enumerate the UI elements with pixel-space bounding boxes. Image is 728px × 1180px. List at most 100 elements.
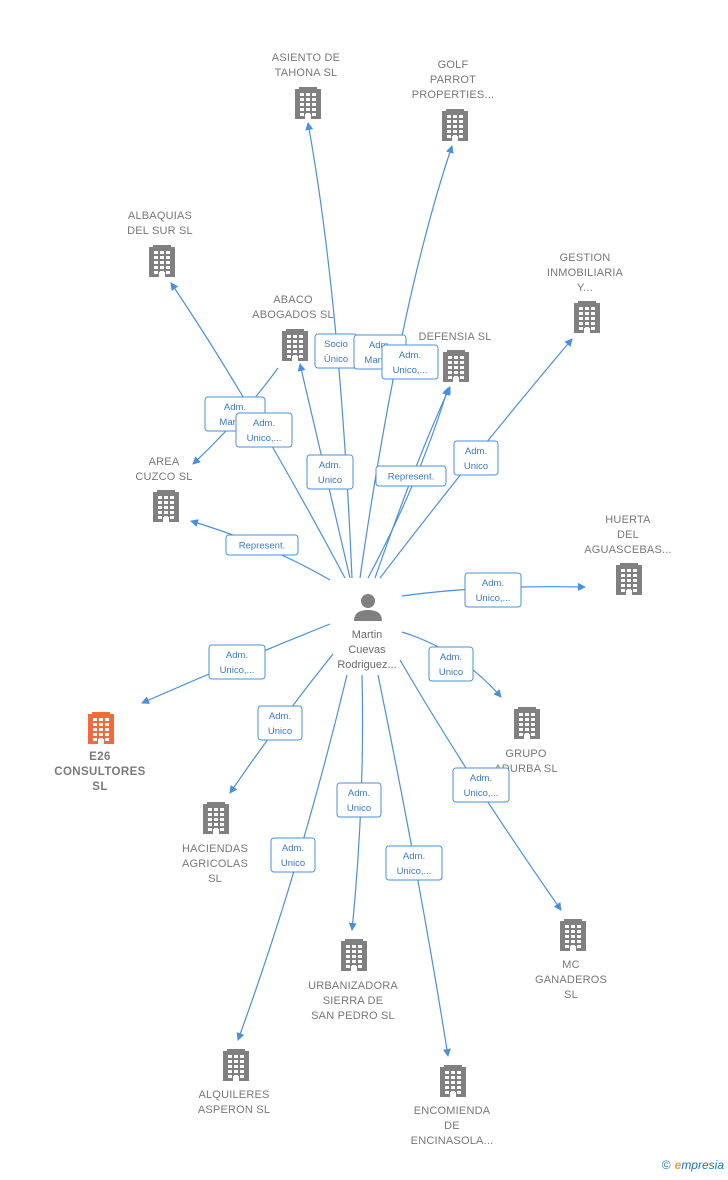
building-icon xyxy=(149,245,175,277)
company-label-line: ASIENTO DE xyxy=(272,52,340,64)
company-label-line: ALQUILERES xyxy=(198,1089,269,1101)
company-node-huerta[interactable]: HUERTA DEL AGUASCEBAS... xyxy=(584,514,672,595)
company-label-line: ALBAQUIAS xyxy=(128,210,192,222)
relation-text: Adm. xyxy=(224,402,246,413)
company-label-line: ABACO xyxy=(273,294,313,306)
relation-box xyxy=(464,572,522,608)
relation-text: Represent. xyxy=(388,472,434,483)
building-icon xyxy=(88,712,114,744)
building-icon xyxy=(442,109,468,141)
company-label-line: URBANIZADORA xyxy=(308,980,398,992)
company-label-line: Y... xyxy=(577,282,593,294)
relation-box xyxy=(336,782,382,818)
relation-label-urbanizadora: Adm. Unico xyxy=(336,782,382,818)
relation-text: Adm. xyxy=(282,843,304,854)
building-icon xyxy=(443,350,469,382)
relation-text: Adm. xyxy=(348,788,370,799)
relation-text: Adm. xyxy=(253,418,275,429)
relation-label-defensia: Adm.Unico,... xyxy=(381,344,439,380)
relation-label-e26: Adm. Unico,... xyxy=(208,644,266,680)
relation-text: Unico,... xyxy=(464,788,499,799)
relation-text: Manc... xyxy=(219,417,250,428)
company-label-line: SAN PEDRO SL xyxy=(311,1010,395,1022)
company-node-asiento[interactable]: ASIENTO DE TAHONA SL xyxy=(272,52,340,119)
building-icon xyxy=(223,1049,249,1081)
relation-label-encomienda: Adm.Unico,... xyxy=(385,845,443,881)
building-icon xyxy=(514,707,540,739)
company-label-line: MC xyxy=(562,959,580,971)
building-icon xyxy=(295,87,321,119)
relation-box xyxy=(452,767,510,803)
relation-box xyxy=(428,646,474,682)
relation-box xyxy=(225,534,299,556)
relation-box xyxy=(257,705,303,741)
company-label-line: GOLF xyxy=(438,59,469,71)
company-label-line: HUERTA xyxy=(605,514,651,526)
relation-text: Adm. xyxy=(465,446,487,457)
company-label-line: DE xyxy=(444,1120,460,1132)
person-name-line: Cuevas xyxy=(348,644,386,656)
relation-text: Unico xyxy=(464,461,488,472)
relation-text: Adm. xyxy=(226,650,248,661)
relation-text: Adm. xyxy=(399,350,421,361)
relation-box xyxy=(270,837,316,873)
relation-box xyxy=(375,465,447,487)
relation-text: Único xyxy=(324,354,348,365)
person-name-line: Martin xyxy=(352,629,383,641)
relation-label-area: Represent. xyxy=(225,534,299,556)
company-label-line: SL xyxy=(208,873,222,885)
relation-label-haciendas: Adm.Unico xyxy=(257,705,303,741)
relation-box xyxy=(385,845,443,881)
company-node-alquileres[interactable]: ALQUILERES ASPERON SL xyxy=(198,1049,270,1116)
company-label-line: SL xyxy=(92,781,108,793)
relation-text: Represent. xyxy=(239,541,285,552)
company-node-encomienda[interactable]: ENCOMIENDA DE ENCINASOLA... xyxy=(411,1065,494,1147)
relation-text: Adm. xyxy=(482,578,504,589)
relation-text: Unico,... xyxy=(247,433,282,444)
relation-text: Unico,... xyxy=(397,866,432,877)
relation-label-area: Adm. Unico,... xyxy=(235,412,293,448)
company-label-line: GANADEROS xyxy=(535,974,607,986)
relation-text: Adm. xyxy=(319,460,341,471)
company-label-line: AREA xyxy=(149,456,180,468)
company-node-defensia[interactable]: DEFENSIA SL xyxy=(418,331,491,382)
relation-box xyxy=(208,644,266,680)
person-name-line: Rodriguez... xyxy=(337,659,396,671)
relation-text: Unico xyxy=(439,667,463,678)
building-icon xyxy=(560,919,586,951)
relation-text: Unico,... xyxy=(220,665,255,676)
company-label-line: HACIENDAS xyxy=(182,843,248,855)
company-label-line: INMOBILIARIA xyxy=(547,267,624,279)
building-icon xyxy=(574,301,600,333)
company-label-line: ASPERON SL xyxy=(198,1104,270,1116)
company-label-line: E26 xyxy=(89,751,111,763)
relation-box xyxy=(381,344,439,380)
company-label-line: ENCOMIENDA xyxy=(414,1105,491,1117)
center-person[interactable]: MartinCuevasRodriguez... xyxy=(337,594,397,671)
relation-text: Unico xyxy=(268,726,292,737)
nodes-layer: ASIENTO DE TAHONA SL GOLF PARROT PROPERTIES.… xyxy=(54,52,672,1147)
building-icon xyxy=(616,563,642,595)
relation-text: Unico xyxy=(318,475,342,486)
company-label-line: DEL xyxy=(617,529,639,541)
company-node-golf[interactable]: GOLF PARROT PROPERTIES... xyxy=(412,59,494,141)
company-label-line: DEFENSIA SL xyxy=(418,331,491,343)
company-label-line: PROPERTIES... xyxy=(412,89,494,101)
relation-text: Unico xyxy=(347,803,371,814)
company-label-line: ENCINASOLA... xyxy=(411,1135,494,1147)
company-node-gestion[interactable]: GESTIONINMOBILIARIAY... xyxy=(547,252,624,333)
company-label-line: AGUASCEBAS... xyxy=(584,544,672,556)
company-label-line: TAHONA SL xyxy=(275,67,338,79)
company-label-line: PARROT xyxy=(430,74,476,86)
relation-label-abaco: Adm. Unico xyxy=(306,454,354,490)
relation-label-mc: Adm.Unico,... xyxy=(452,767,510,803)
